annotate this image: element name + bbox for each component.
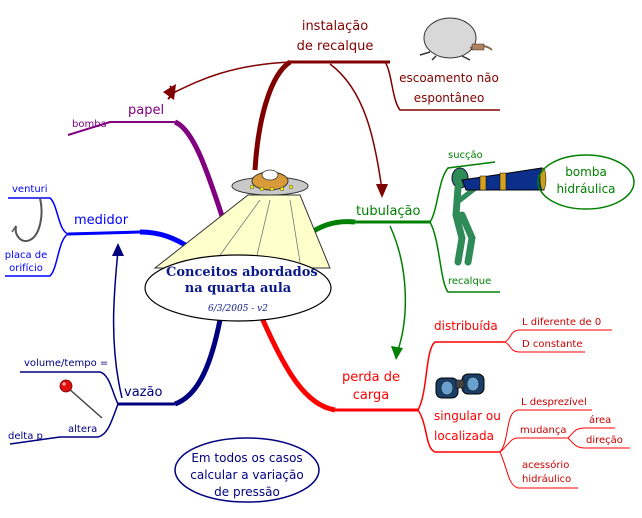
- branch-tubulacao-connectors: [298, 161, 500, 360]
- medidor-venturi: venturi: [12, 184, 48, 195]
- vazao-altera: altera: [68, 424, 98, 435]
- branch-label-instalacao-line1: instalação: [301, 19, 369, 34]
- branch-label-vazao: vazão: [124, 385, 163, 400]
- vazao-delta-p: delta p: [8, 431, 43, 442]
- perda-l-diferente: L diferente de 0: [522, 317, 602, 328]
- perda-singular-line2: localizada: [434, 429, 494, 443]
- perda-singular-line1: singular ou: [434, 409, 501, 423]
- vazao-volume-tempo: volume/tempo =: [24, 358, 109, 369]
- papel-bomba: bomba: [72, 119, 107, 130]
- escoamento-line2: espontâneo: [413, 91, 485, 105]
- center-date: 6/3/2005 - v2: [208, 304, 268, 314]
- hook-icon: [11, 197, 43, 242]
- note-line3: de pressão: [214, 485, 280, 499]
- perda-l-desprezivel: L desprezível: [521, 397, 587, 408]
- escoamento-line1: escoamento não: [399, 71, 499, 85]
- bomba-hidraulica-outline: [537, 154, 635, 210]
- central-ufo-illustration: [153, 169, 331, 269]
- branch-papel-connectors: [67, 119, 228, 226]
- note-line2: calcular a variação: [190, 468, 304, 482]
- perda-distribuida: distribuída: [434, 319, 498, 333]
- branch-label-medidor: medidor: [74, 213, 129, 228]
- perda-acessorio-line1: acessório: [522, 460, 570, 471]
- center-title-line2: na quarta aula: [184, 281, 292, 296]
- boulder-icon: [419, 17, 493, 61]
- branch-label-instalacao-line2: de recalque: [296, 39, 374, 54]
- branch-vazao-connectors: [9, 243, 223, 445]
- pin-icon: [59, 379, 103, 419]
- branch-perda-connectors: [259, 316, 630, 489]
- bomba-hidraulica-line2: hidráulica: [556, 182, 616, 196]
- central-topic-oval: [144, 254, 332, 322]
- perda-direcao: direção: [586, 435, 623, 446]
- branch-label-papel: papel: [128, 103, 165, 118]
- perda-acessorio-line2: hidráulico: [522, 474, 572, 485]
- branch-instalacao-connectors: [163, 59, 500, 198]
- medidor-placa-line2: orifício: [9, 263, 43, 274]
- note-oval: [174, 437, 320, 503]
- alien-telescope-icon: [451, 167, 547, 266]
- perda-area: área: [589, 415, 612, 426]
- perda-mudanca: mudança: [520, 425, 567, 436]
- bomba-hidraulica-line1: bomba: [565, 165, 607, 179]
- perda-d-constante: D constante: [522, 339, 583, 350]
- branch-label-tubulacao: tubulação: [356, 204, 421, 219]
- branch-label-perda-line1: perda de: [342, 370, 400, 385]
- tubulacao-succao: sucção: [448, 150, 483, 161]
- note-line1: Em todos os casos: [191, 451, 303, 465]
- branch-label-perda-line2: carga: [352, 388, 390, 403]
- tubulacao-recalque: recalque: [448, 276, 492, 287]
- binoculars-icon: [435, 373, 485, 399]
- medidor-placa-line1: placa de: [4, 250, 48, 261]
- center-title-line1: Conceitos abordados: [166, 265, 318, 280]
